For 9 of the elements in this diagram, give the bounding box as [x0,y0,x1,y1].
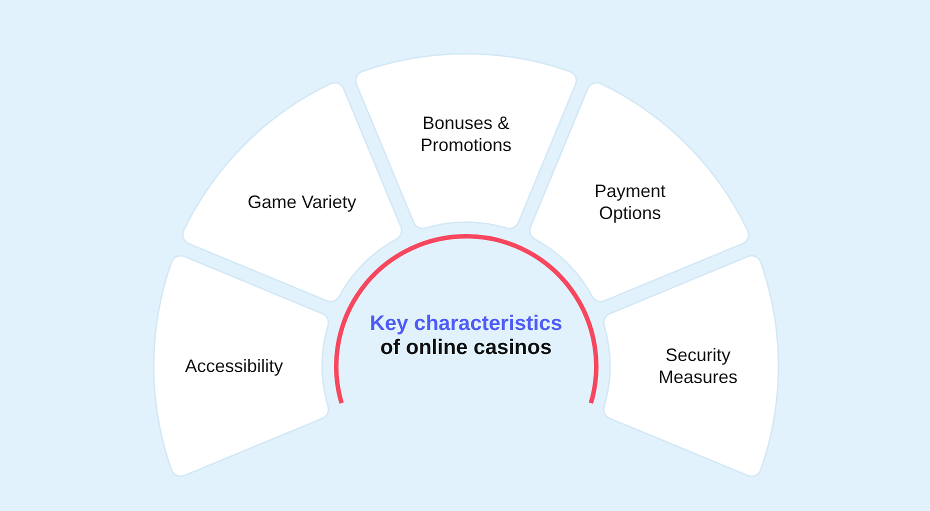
segment-label: Payment Options [594,180,666,224]
segment-label: Game Variety [248,190,356,213]
center-subheading: of online casinos [380,336,552,360]
segment-label: Security Measures [658,344,738,388]
segment-label: Accessibility [184,354,284,377]
semicircle-arc [334,234,598,406]
center-heading: Key characteristics [370,312,562,336]
segment-label: Bonuses & Promotions [420,112,512,156]
fan-segment [603,254,780,478]
